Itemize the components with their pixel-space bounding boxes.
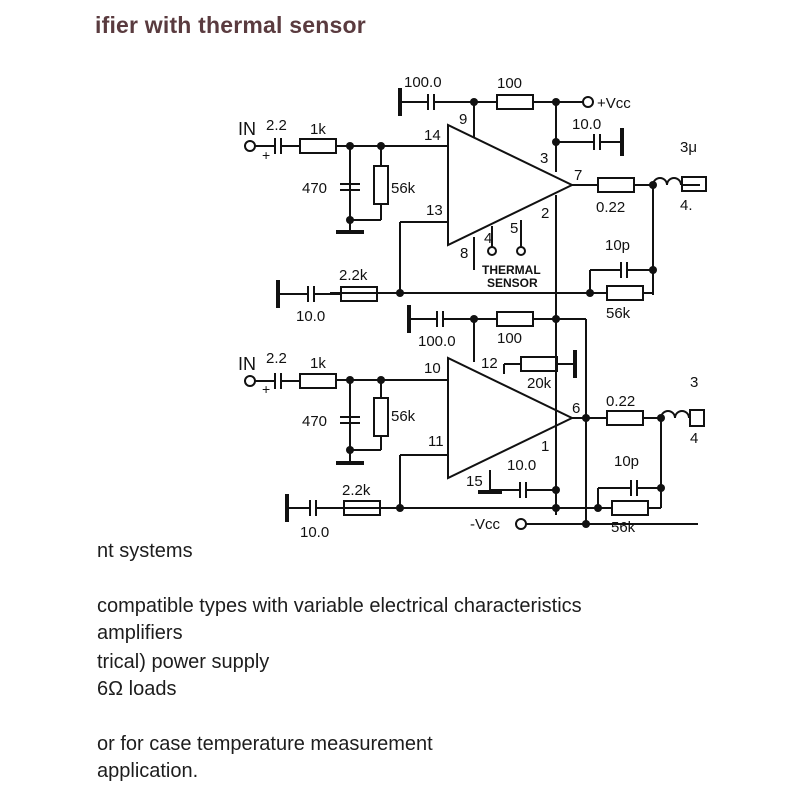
- label-r-mid: 100: [497, 330, 522, 347]
- resistor-56k-top: [373, 165, 389, 205]
- label-pin10: 10: [424, 360, 441, 377]
- label-pin9: 9: [459, 111, 467, 128]
- resistor-100-mid: [496, 311, 534, 327]
- label-r-in2: 1k: [310, 355, 326, 372]
- label-thermal: THERMAL: [482, 263, 541, 277]
- opamp-bottom: [447, 356, 575, 480]
- bullet-text-1: nt systems: [97, 540, 193, 562]
- label-c-gnd1: 10.0: [296, 308, 325, 325]
- label-r-out2: 0.22: [606, 393, 635, 410]
- bullet-text-2: compatible types with variable electrica…: [97, 595, 582, 617]
- label-in1: IN: [238, 119, 256, 139]
- label-plus: +: [262, 147, 270, 163]
- resistor-20k: [520, 356, 558, 372]
- bullet-text-3: amplifiers: [97, 622, 183, 644]
- bullet-text-6: or for case temperature measurement: [97, 733, 433, 755]
- label-vcc: +Vcc: [597, 95, 631, 112]
- label-pin1: 1: [541, 438, 549, 455]
- resistor-1k-top: [299, 138, 337, 154]
- label-c-fb2: 10p: [614, 453, 639, 470]
- label-sensor: SENSOR: [487, 276, 538, 290]
- bullet-text-7: application.: [97, 760, 199, 782]
- label-c-pin15: 10.0: [507, 457, 536, 474]
- label-pin12: 12: [481, 355, 498, 372]
- label-c-in2: 2.2: [266, 350, 287, 367]
- label-r-gnd2: 2.2k: [342, 482, 371, 499]
- label-c-pin3: 10.0: [572, 116, 601, 133]
- label-r-out1: 0.22: [596, 199, 625, 216]
- label-c-shunt2: 470: [302, 413, 327, 430]
- label-c-in1: 2.2: [266, 117, 287, 134]
- resistor-100-vcc: [496, 94, 534, 110]
- label-pin11: 11: [428, 433, 444, 450]
- label-c-fb1: 10p: [605, 237, 630, 254]
- label-pin15: 15: [466, 473, 483, 490]
- label-pin2: 2: [541, 205, 549, 222]
- label-c-shunt1: 470: [302, 180, 327, 197]
- resistor-56k-fb-top: [606, 285, 644, 301]
- label-in2: IN: [238, 354, 256, 374]
- label-r-bias1: 56k: [391, 180, 416, 197]
- label-pin3: 3: [540, 150, 548, 167]
- label-c-mid: 100.0: [418, 333, 456, 350]
- label-r-gnd1: 2.2k: [339, 267, 368, 284]
- label-pin6: 6: [572, 400, 580, 417]
- label-r-load1: 4.: [680, 197, 693, 214]
- resistor-56k-bottom: [373, 397, 389, 437]
- label-c-gnd2: 10.0: [300, 524, 329, 541]
- page-title: ifier with thermal sensor: [95, 12, 366, 38]
- label-plus-2: +: [262, 381, 270, 397]
- label-r-in1: 1k: [310, 121, 326, 138]
- label-r-vcc: 100: [497, 75, 522, 92]
- label-pin7: 7: [574, 167, 582, 184]
- resistor-56k-fb-bottom: [611, 500, 649, 516]
- label-r-load2: 4: [690, 430, 698, 447]
- resistor-022-top: [597, 177, 635, 193]
- bullet-text-5: 6Ω loads: [97, 678, 177, 700]
- label-r-fb1: 56k: [606, 305, 631, 322]
- label-pin4: 4: [484, 230, 492, 247]
- label-c-vcc: 100.0: [404, 74, 442, 91]
- label-pin5: 5: [510, 220, 518, 237]
- label-r-fb2: 56k: [611, 519, 636, 536]
- label-pin14: 14: [424, 127, 441, 144]
- label-l-out2: 3: [690, 374, 698, 391]
- resistor-22k-bottom: [343, 500, 381, 516]
- opamp-top: [447, 123, 575, 247]
- label-l-out1: 3μ: [680, 139, 697, 156]
- label-pin8: 8: [460, 245, 468, 262]
- label-r-bias2: 56k: [391, 408, 416, 425]
- label-vee: -Vcc: [470, 516, 501, 533]
- resistor-1k-bottom: [299, 373, 337, 389]
- label-pin13: 13: [426, 202, 443, 219]
- label-r-pin12: 20k: [527, 375, 552, 392]
- bullet-text-4: trical) power supply: [97, 651, 270, 673]
- resistor-022-bottom: [606, 410, 644, 426]
- resistor-22k-top: [340, 286, 378, 302]
